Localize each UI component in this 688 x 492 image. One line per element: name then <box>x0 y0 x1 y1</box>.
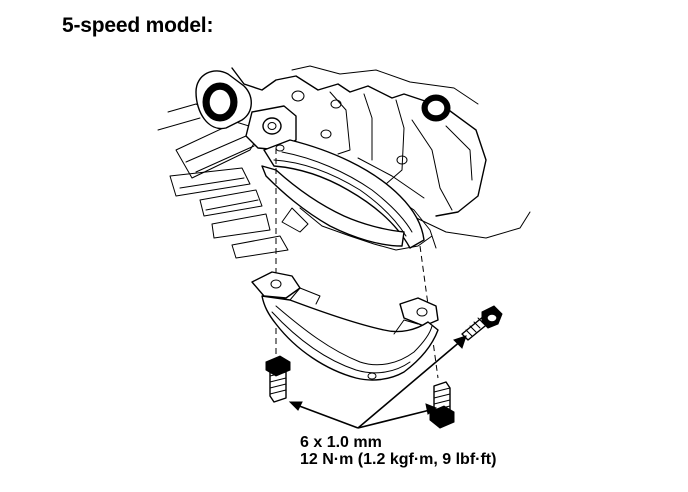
splash-guard-installed <box>261 139 425 249</box>
bolt-left <box>265 355 291 403</box>
bolt-torque-label: 12 N·m (1.2 kgf·m, 9 lbf·ft) <box>300 451 497 468</box>
alignment-line-right <box>419 245 439 379</box>
oil-seal-left <box>195 70 252 130</box>
bolt-spec-callout: 6 x 1.0 mm 12 N·m (1.2 kgf·m, 9 lbf·ft) <box>300 434 496 468</box>
bolt-right-upper <box>461 305 503 341</box>
splash-guard-removed <box>251 271 439 381</box>
bolt-right-lower <box>429 381 455 429</box>
diagram-title: 5-speed model: <box>62 14 214 37</box>
oil-seal-right <box>421 94 451 122</box>
bolt-size-label: 6 x 1.0 mm <box>300 434 382 451</box>
callout-arrows <box>288 335 467 429</box>
